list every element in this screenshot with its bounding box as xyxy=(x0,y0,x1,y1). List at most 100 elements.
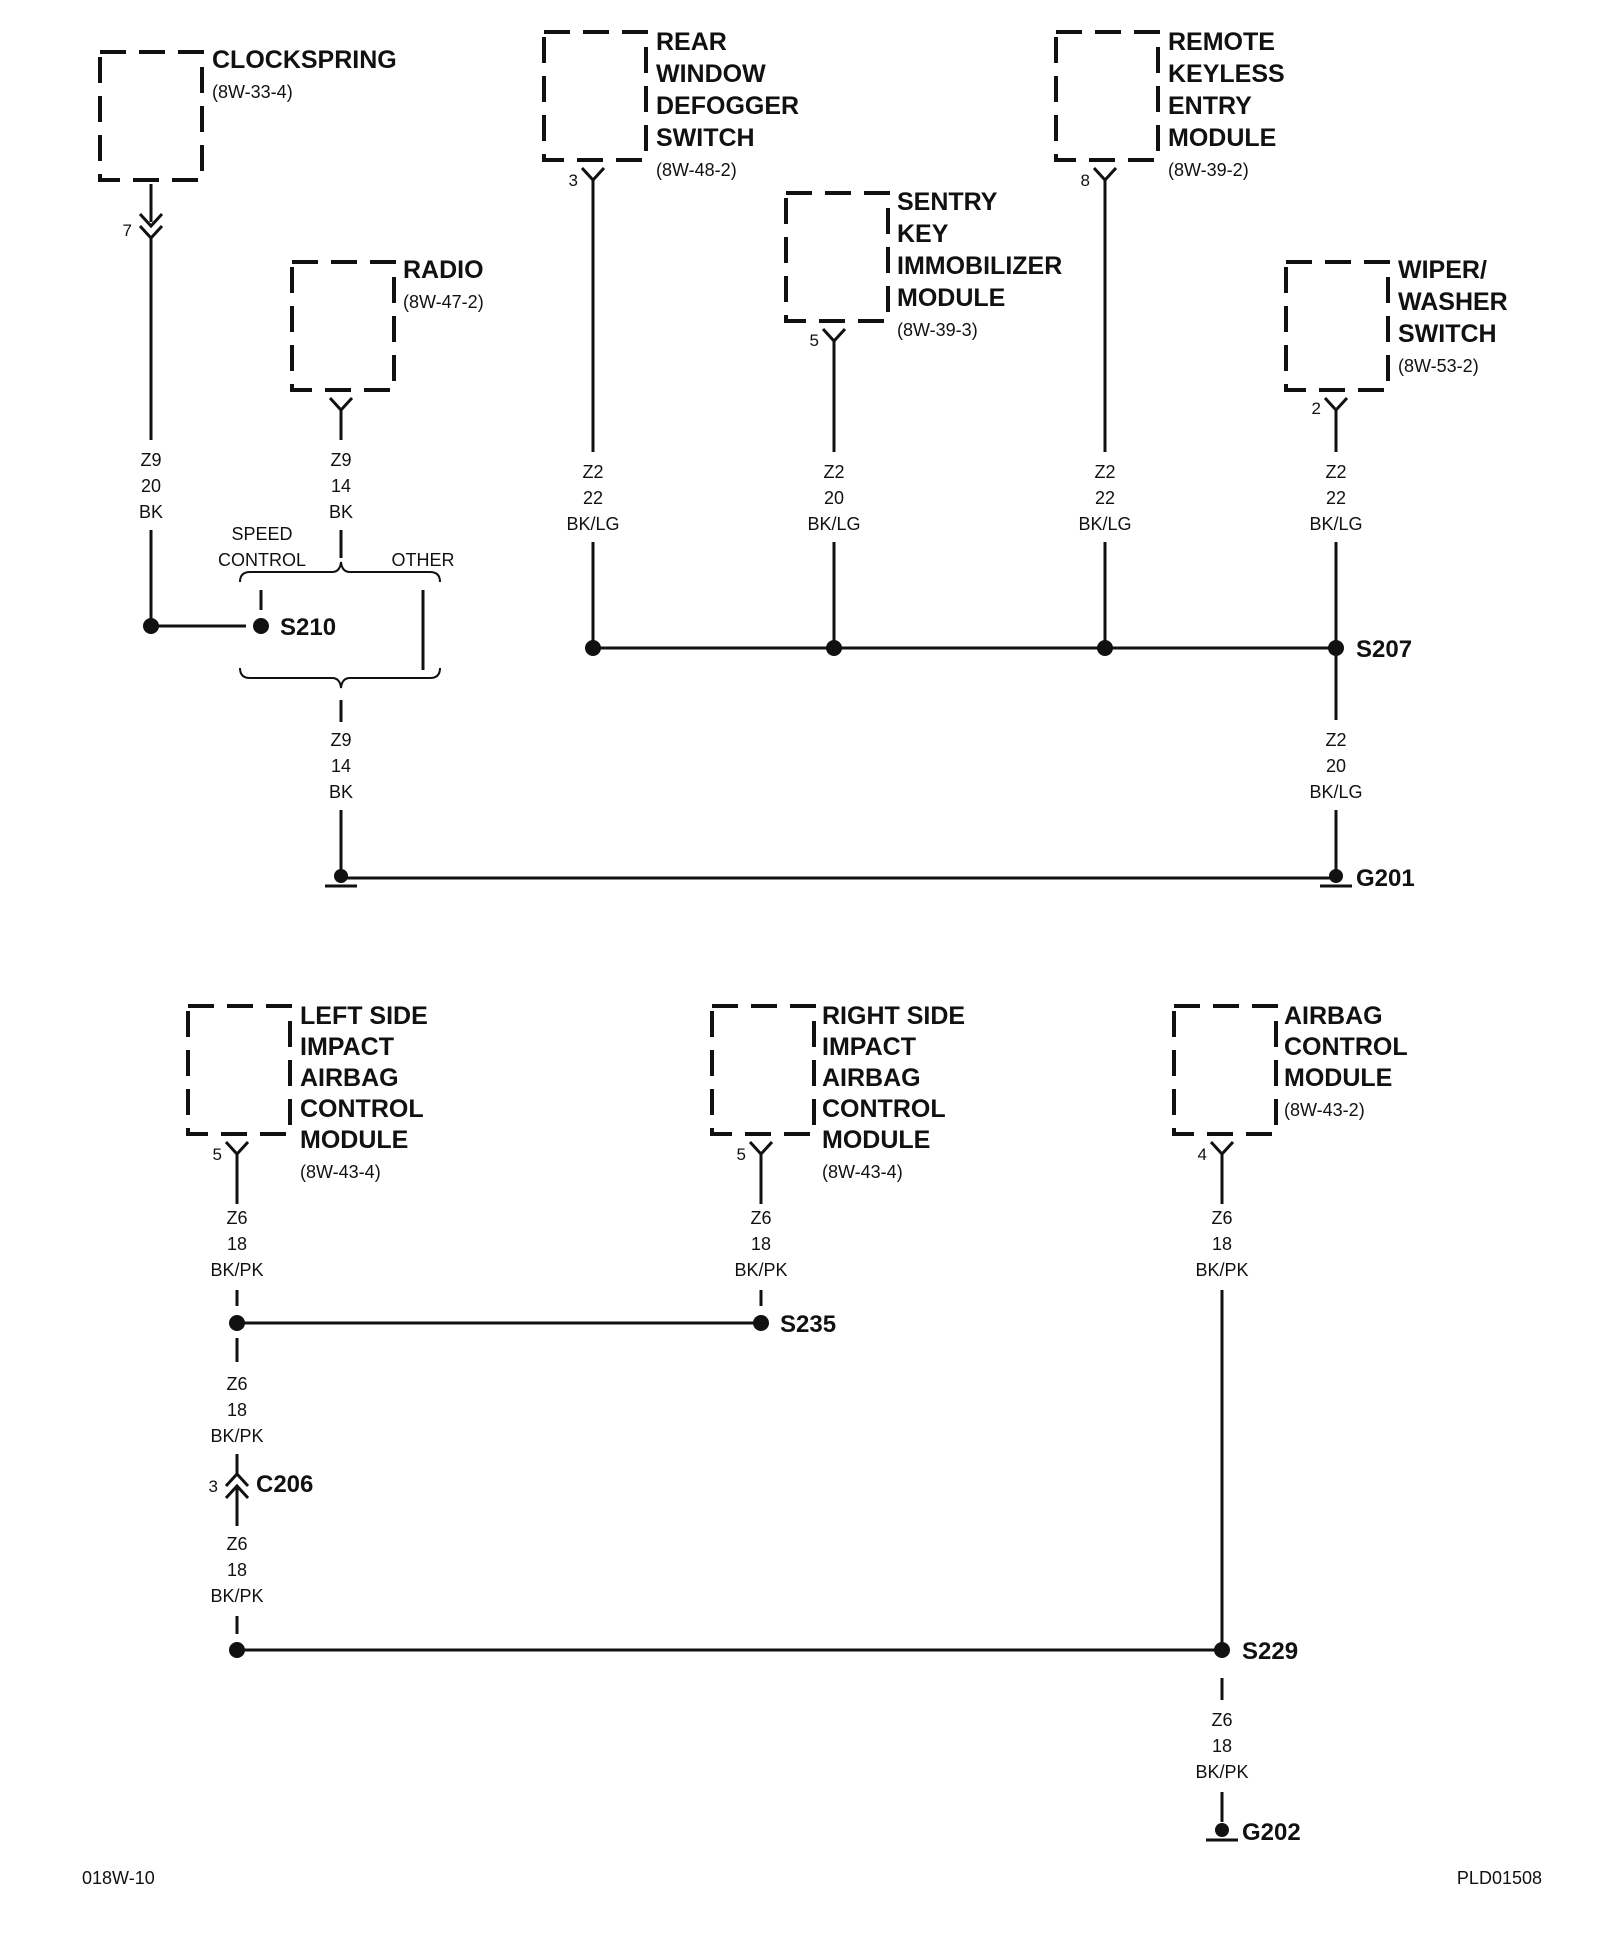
component-name: RADIO xyxy=(403,256,484,284)
component-ref: (8W-47-2) xyxy=(403,292,484,312)
component-name: AIRBAG xyxy=(822,1064,921,1092)
wire-gauge: 22 xyxy=(1095,488,1115,508)
ground-g202-label: G202 xyxy=(1242,1819,1301,1846)
wire-gauge: 14 xyxy=(331,756,351,776)
component-name: SWITCH xyxy=(1398,320,1497,348)
component-name: MODULE xyxy=(1284,1064,1392,1092)
wire-gauge: 22 xyxy=(583,488,603,508)
wire-color: BK/PK xyxy=(1195,1260,1248,1280)
component-ref: (8W-39-2) xyxy=(1168,160,1249,180)
wire-gauge: 22 xyxy=(1326,488,1346,508)
wire-label-right-side-airbag: Z6 18 BK/PK xyxy=(734,1208,787,1280)
wire-gauge: 20 xyxy=(1326,756,1346,776)
component-name: AIRBAG xyxy=(300,1064,399,1092)
wire-label-left-side-airbag: Z6 18 BK/PK xyxy=(210,1208,263,1280)
circuit-code: Z9 xyxy=(330,730,351,750)
pin-number: 8 xyxy=(1081,171,1090,190)
component-name: IMPACT xyxy=(822,1033,916,1061)
circuit-code: Z2 xyxy=(582,462,603,482)
junction-dot xyxy=(229,1315,245,1331)
connector-clockspring-pin: 7 xyxy=(123,184,164,241)
component-airbag-control-module: AIRBAG CONTROL MODULE (8W-43-2) xyxy=(1172,1002,1408,1136)
wire-gauge: 14 xyxy=(331,476,351,496)
wire-color: BK/LG xyxy=(1078,514,1131,534)
connector-radio-pin xyxy=(328,396,354,413)
pin-number: 5 xyxy=(810,331,819,350)
component-ref: (8W-43-4) xyxy=(822,1162,903,1182)
component-ref: (8W-43-2) xyxy=(1284,1100,1365,1120)
wire-color: BK/PK xyxy=(210,1586,263,1606)
component-name: WASHER xyxy=(1398,288,1508,316)
component-name: KEY xyxy=(897,220,949,248)
component-rear-window-defogger-switch: REAR WINDOW DEFOGGER SWITCH (8W-48-2) xyxy=(542,28,799,180)
component-name: LEFT SIDE xyxy=(300,1002,428,1030)
connector-c206-label: C206 xyxy=(256,1471,313,1498)
component-name: WINDOW xyxy=(656,60,766,88)
wire-color: BK xyxy=(329,782,353,802)
component-name: MODULE xyxy=(1168,124,1276,152)
wire-label-s207-out: Z2 20 BK/LG xyxy=(1309,730,1362,802)
junction-dot xyxy=(229,1642,245,1658)
branch-label-other: OTHER xyxy=(392,550,455,570)
component-name: MODULE xyxy=(897,284,1005,312)
wire-gauge: 18 xyxy=(227,1400,247,1420)
pin-number: 4 xyxy=(1198,1145,1207,1164)
circuit-code: Z2 xyxy=(1094,462,1115,482)
component-name: SENTRY xyxy=(897,188,998,216)
splice-s210-label: S210 xyxy=(280,614,336,641)
branch-label: SPEED xyxy=(231,524,292,544)
component-radio: RADIO (8W-47-2) xyxy=(290,256,484,392)
connector-sentry-key-pin: 5 xyxy=(810,327,847,350)
wire-color: BK/LG xyxy=(807,514,860,534)
ground-g201-symbol xyxy=(1320,869,1352,888)
splice-s229-label: S229 xyxy=(1242,1638,1298,1665)
circuit-code: Z6 xyxy=(226,1374,247,1394)
splice-s229-dot xyxy=(1214,1642,1230,1658)
component-name: WIPER/ xyxy=(1398,256,1487,284)
pin-number: 2 xyxy=(1312,399,1321,418)
component-clockspring: CLOCKSPRING (8W-33-4) xyxy=(98,46,397,182)
circuit-code: Z2 xyxy=(823,462,844,482)
component-ref: (8W-53-2) xyxy=(1398,356,1479,376)
circuit-code: Z6 xyxy=(1211,1710,1232,1730)
connector-airbag-control-pin: 4 xyxy=(1198,1140,1235,1164)
connector-rear-defogger-pin: 3 xyxy=(569,166,606,190)
component-wiper-washer-switch: WIPER/ WASHER SWITCH (8W-53-2) xyxy=(1284,256,1508,392)
wire-color: BK/PK xyxy=(210,1260,263,1280)
component-ref: (8W-39-3) xyxy=(897,320,978,340)
wire-label-remote-keyless: Z2 22 BK/LG xyxy=(1078,462,1131,534)
wire-color: BK/LG xyxy=(566,514,619,534)
junction-dot xyxy=(1097,640,1113,656)
splice-s235-label: S235 xyxy=(780,1311,836,1338)
wire-label-airbag-control: Z6 18 BK/PK xyxy=(1195,1208,1248,1280)
wire-color: BK/LG xyxy=(1309,782,1362,802)
component-name: IMPACT xyxy=(300,1033,394,1061)
circuit-code: Z6 xyxy=(226,1208,247,1228)
component-name: MODULE xyxy=(300,1126,408,1154)
connector-remote-keyless-pin: 8 xyxy=(1081,166,1118,190)
component-name: CLOCKSPRING xyxy=(212,46,397,74)
component-name: REMOTE xyxy=(1168,28,1275,56)
circuit-code: Z6 xyxy=(226,1534,247,1554)
wire-label-left-low: Z6 18 BK/PK xyxy=(210,1534,263,1606)
component-right-side-impact-airbag-control-module: RIGHT SIDE IMPACT AIRBAG CONTROL MODULE … xyxy=(710,1002,965,1182)
wire-color: BK xyxy=(329,502,353,522)
wire-gauge: 18 xyxy=(751,1234,771,1254)
component-name: ENTRY xyxy=(1168,92,1252,120)
pin-number: 3 xyxy=(569,171,578,190)
junction-dot xyxy=(826,640,842,656)
wire-color: BK/PK xyxy=(210,1426,263,1446)
connector-c206-symbol: 3 C206 xyxy=(209,1471,313,1500)
circuit-code: Z6 xyxy=(750,1208,771,1228)
wire-label-radio: Z9 14 BK xyxy=(329,450,353,522)
component-ref: (8W-48-2) xyxy=(656,160,737,180)
component-name: AIRBAG xyxy=(1284,1002,1383,1030)
branch-label-speed-control: SPEED CONTROL xyxy=(218,524,306,570)
ground-g201-left-symbol xyxy=(325,869,357,888)
component-name: SWITCH xyxy=(656,124,755,152)
component-name: CONTROL xyxy=(300,1095,424,1123)
component-name: KEYLESS xyxy=(1168,60,1285,88)
component-ref: (8W-43-4) xyxy=(300,1162,381,1182)
pin-number: 5 xyxy=(213,1145,222,1164)
